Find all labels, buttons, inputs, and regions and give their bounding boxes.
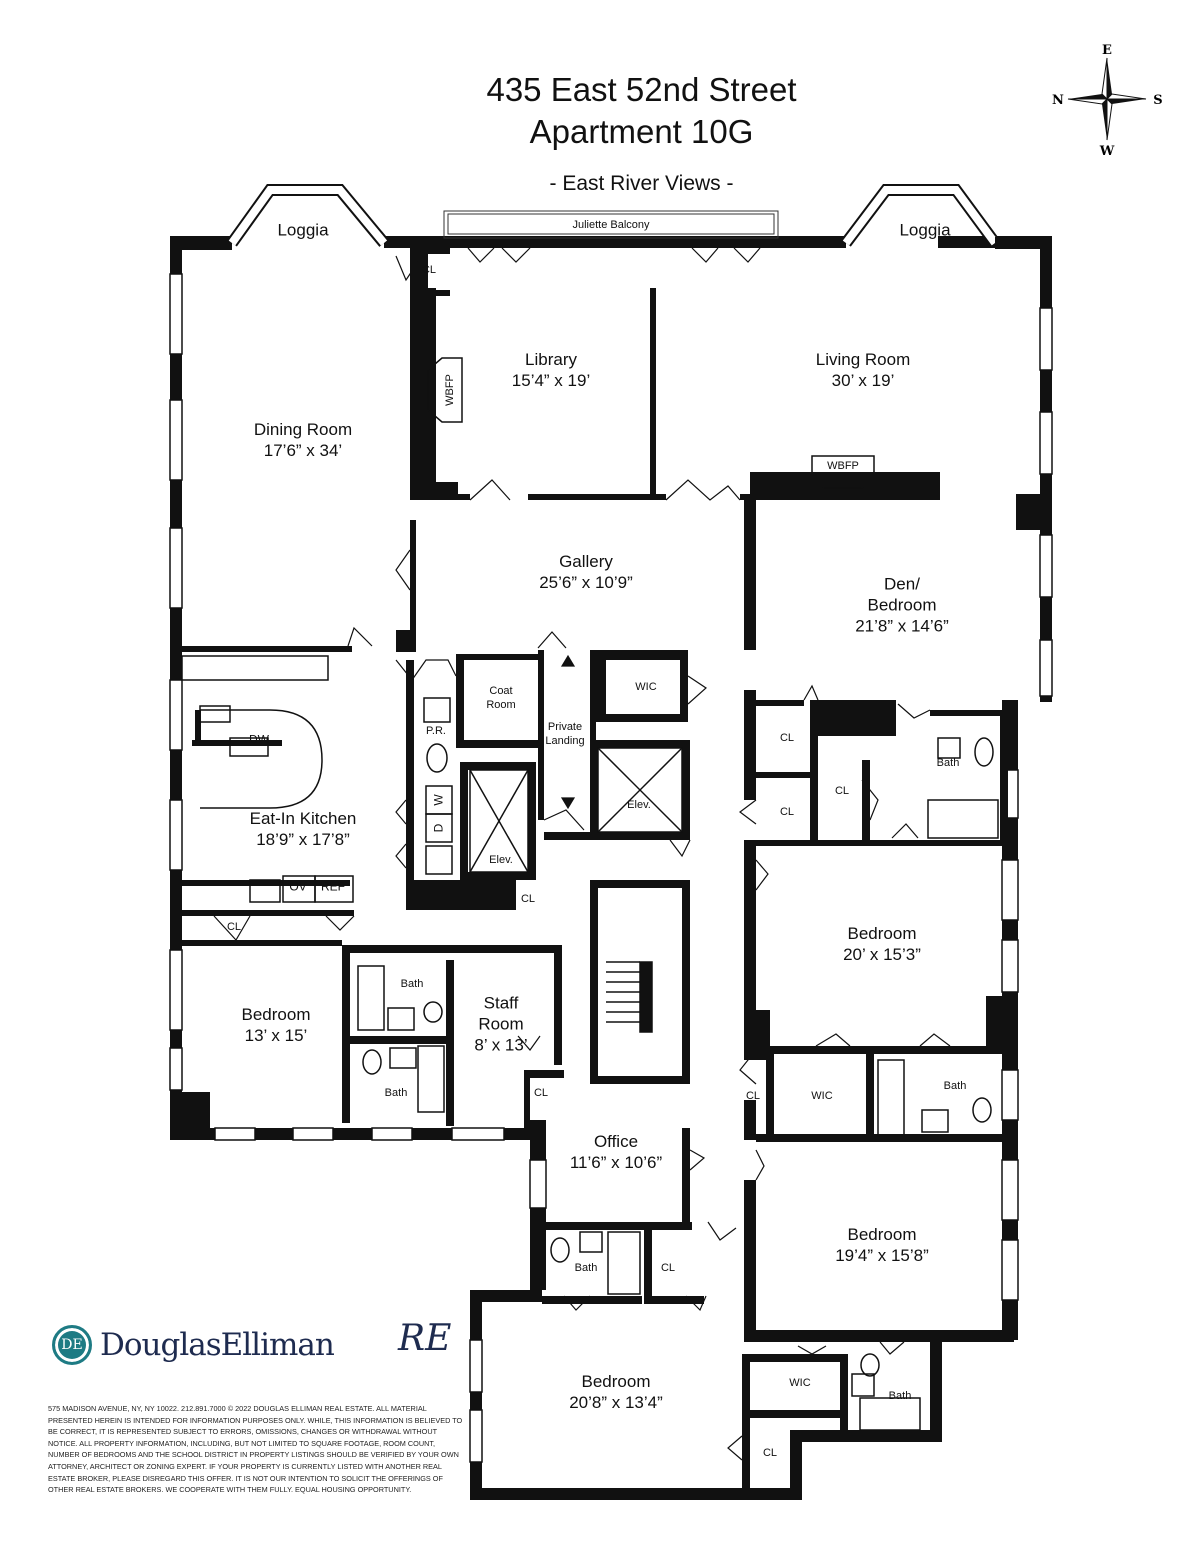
juliette-balcony-label: Juliette Balcony [572, 219, 650, 231]
dryer-label: D [431, 823, 446, 833]
compass-east: E [1102, 43, 1112, 58]
powder-room-label: P.R. [426, 725, 446, 737]
bath-label: Bath [936, 757, 960, 769]
closet-label: CL [762, 1447, 778, 1459]
washer-label: W [431, 794, 446, 806]
closet-label: CL [226, 921, 242, 933]
closet-label: CL [533, 1087, 549, 1099]
compass-south: S [1153, 93, 1162, 108]
compass-west: W [1099, 144, 1115, 158]
apartment-number: Apartment 10G [529, 113, 754, 150]
closet-label: CL [660, 1262, 676, 1274]
douglas-elliman-logo: DE DouglasElliman [52, 1320, 335, 1370]
wic-label: WIC [635, 681, 657, 693]
elevator-label: Elev. [489, 854, 513, 866]
closet-label: CL [779, 806, 795, 818]
oven-label: OV [289, 879, 307, 894]
wic-label: WIC [811, 1090, 833, 1102]
bath-label: Bath [384, 1087, 408, 1099]
dishwasher-label: DW [249, 732, 269, 747]
closet-label: CL [779, 732, 795, 744]
bath-label: Bath [888, 1390, 912, 1402]
loggia-left-label: Loggia [277, 220, 329, 240]
douglas-elliman-logo-icon: DE [52, 1325, 92, 1365]
compass-rose-icon: E W N S [1052, 43, 1163, 158]
closet-label: CL [520, 893, 536, 905]
views-caption: - East River Views - [549, 172, 734, 195]
loggia-right-label: Loggia [899, 220, 951, 240]
windows [169, 184, 1053, 1463]
closet-label: CL [834, 785, 850, 797]
elevator-label: Elev. [627, 799, 651, 811]
interior-walls [182, 248, 1010, 1494]
property-address: 435 East 52nd Street [486, 71, 797, 108]
wbfp-library-label: WBFP [444, 374, 456, 406]
closet-label: CL [421, 264, 437, 276]
bath-label: Bath [574, 1262, 598, 1274]
bath-label: Bath [400, 978, 424, 990]
compass-north: N [1052, 93, 1064, 108]
fixtures [181, 357, 999, 1431]
refrigerator-label: REF [321, 879, 345, 894]
bath-label: Bath [943, 1080, 967, 1092]
closet-label: CL [745, 1090, 761, 1102]
doors [213, 247, 951, 1461]
wic-label: WIC [789, 1377, 811, 1389]
legal-disclaimer: 575 Madison Avenue, NY, NY 10022. 212.89… [48, 1404, 463, 1495]
re-logo: RE [398, 1318, 452, 1359]
wbfp-living-label: WBFP [827, 460, 859, 472]
